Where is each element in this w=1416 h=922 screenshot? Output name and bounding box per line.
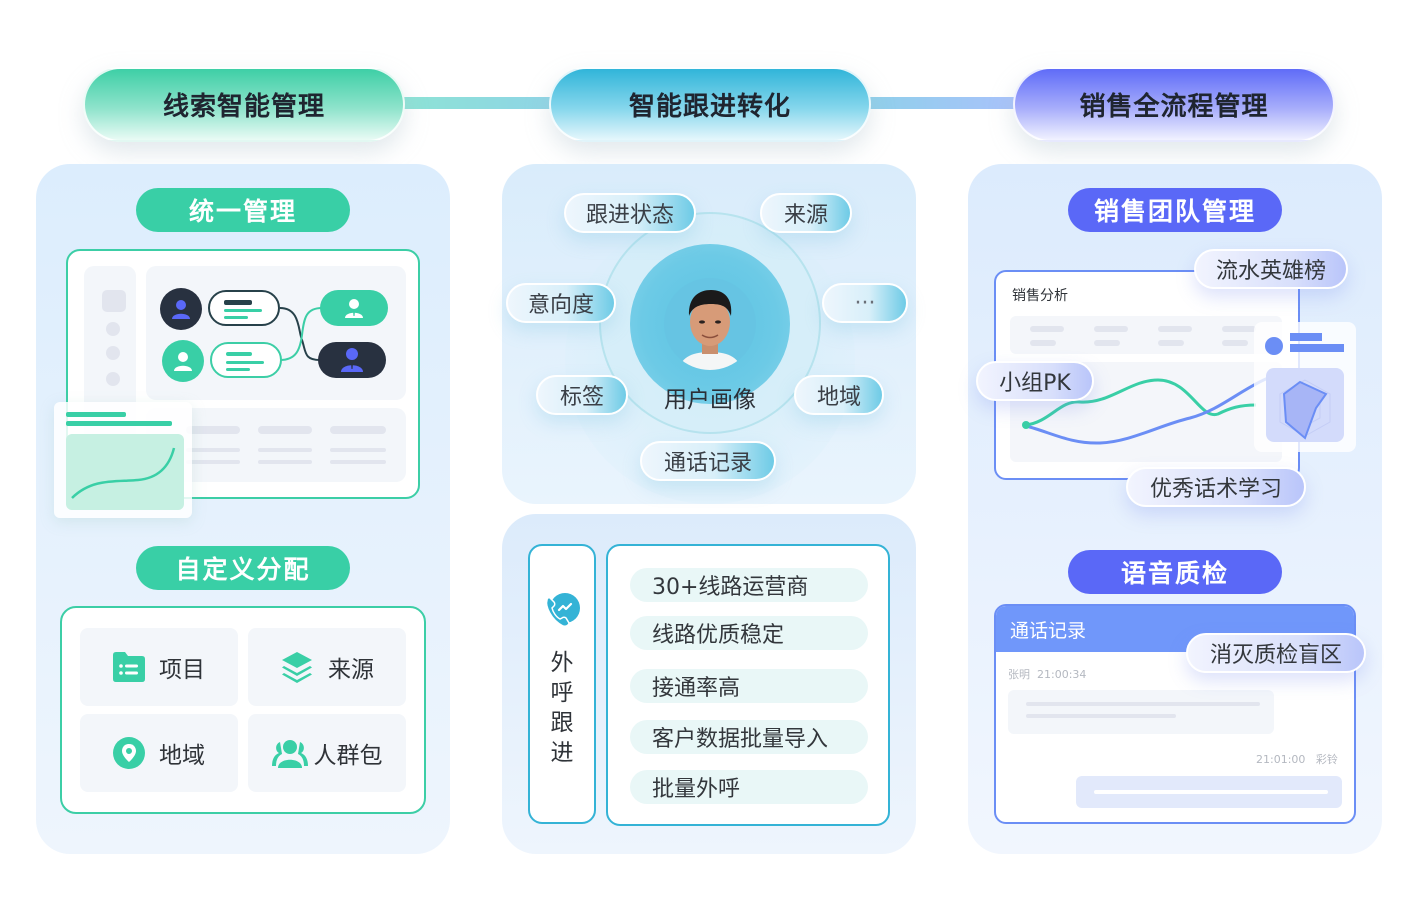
outbound-side-card xyxy=(528,544,596,824)
user-profile-label: 用户画像 xyxy=(664,387,756,413)
pill-label: 小组PK xyxy=(999,371,1071,396)
tag-label: 地域 xyxy=(816,385,861,410)
user-tie-dark-icon xyxy=(318,342,386,378)
stage-follow-up-conversion: 智能跟进转化 xyxy=(549,67,871,142)
table-mock xyxy=(1010,316,1282,354)
voice-qa-title: 语音质检 xyxy=(1068,550,1282,594)
label-char: 呼 xyxy=(550,680,574,706)
radar-card xyxy=(1254,322,1356,452)
message-time: 21:00:34 xyxy=(1037,668,1087,681)
allocation-label: 地域 xyxy=(159,743,205,769)
pill-label: 流水英雄榜 xyxy=(1215,259,1326,284)
user-tie-green-icon xyxy=(320,290,388,326)
stage-label: 销售全流程管理 xyxy=(1079,92,1269,122)
feature-item: 客户数据批量导入 xyxy=(630,720,868,754)
eliminate-qa-blind-spots-pill[interactable]: 消灭质检盲区 xyxy=(1186,633,1366,673)
message-bubble xyxy=(208,290,280,326)
location-pin-icon xyxy=(113,737,145,769)
custom-allocation-title: 自定义分配 xyxy=(136,546,350,590)
user-dark-icon xyxy=(160,288,202,330)
feature-item: 30+线路运营商 xyxy=(630,568,868,602)
message-meta-left: 张明 21:00:34 xyxy=(1008,666,1086,682)
section-title: 销售团队管理 xyxy=(1093,197,1256,226)
section-title: 语音质检 xyxy=(1120,559,1229,588)
phone-chat-icon xyxy=(545,593,580,627)
revenue-leaderboard-pill[interactable]: 流水英雄榜 xyxy=(1194,249,1348,289)
message-time: 21:01:00 xyxy=(1256,753,1306,766)
section-title: 自定义分配 xyxy=(175,555,311,584)
tag-label: 通话记录 xyxy=(663,451,752,476)
message-bubble-right xyxy=(1076,776,1342,808)
tag-label: 跟进状态 xyxy=(585,203,674,228)
trend-line-icon xyxy=(71,447,176,499)
feature-label: 客户数据批量导入 xyxy=(652,727,829,752)
message-meta-right: 21:01:00 彩铃 xyxy=(1256,751,1338,767)
more-icon: ··· xyxy=(854,290,876,316)
feature-item: 批量外呼 xyxy=(630,770,868,804)
stage-sales-process: 销售全流程管理 xyxy=(1013,67,1335,142)
folder-list-icon xyxy=(113,652,145,682)
allocation-audience[interactable]: 人群包 xyxy=(248,714,406,792)
stage-connector xyxy=(866,97,1018,109)
pill-label: 消灭质检盲区 xyxy=(1209,643,1342,668)
team-pk-pill[interactable]: 小组PK xyxy=(976,361,1094,401)
tag-labels[interactable]: 标签 xyxy=(536,375,628,415)
stage-lead-management: 线索智能管理 xyxy=(83,67,405,142)
label-char: 进 xyxy=(550,740,574,766)
unified-management-title: 统一管理 xyxy=(136,188,350,232)
tag-label: 来源 xyxy=(783,203,828,228)
layers-icon xyxy=(282,652,312,683)
feature-label: 30+线路运营商 xyxy=(652,575,809,600)
message-bubble-left xyxy=(1008,690,1274,734)
stage-label: 智能跟进转化 xyxy=(628,92,791,122)
tag-more[interactable]: ··· xyxy=(822,283,908,323)
speaker-name: 彩铃 xyxy=(1315,753,1338,766)
tag-intent-level[interactable]: 意向度 xyxy=(506,283,616,323)
allocation-label: 人群包 xyxy=(313,743,383,769)
sales-team-title: 销售团队管理 xyxy=(1068,188,1282,232)
speaker-name: 张明 xyxy=(1008,668,1030,681)
outbound-follow-up-label: 外 呼 跟 进 xyxy=(528,648,596,768)
allocation-region[interactable]: 地域 xyxy=(80,714,238,792)
feature-label: 线路优质稳定 xyxy=(652,623,785,648)
allocation-source[interactable]: 来源 xyxy=(248,628,406,706)
tag-call-records[interactable]: 通话记录 xyxy=(640,441,776,481)
tag-follow-status[interactable]: 跟进状态 xyxy=(564,193,696,233)
allocation-label: 来源 xyxy=(328,657,374,683)
pill-label: 优秀话术学习 xyxy=(1149,477,1282,502)
tag-label: 标签 xyxy=(559,385,604,410)
feature-item: 线路优质稳定 xyxy=(630,616,868,650)
user-green-icon xyxy=(162,340,204,382)
allocation-project[interactable]: 项目 xyxy=(80,628,238,706)
tag-source[interactable]: 来源 xyxy=(760,193,852,233)
group-icon xyxy=(271,740,308,768)
tag-region[interactable]: 地域 xyxy=(794,375,884,415)
feature-label: 接通率高 xyxy=(652,676,741,701)
feature-label: 批量外呼 xyxy=(652,777,741,802)
message-bubble xyxy=(210,342,282,378)
stage-connector xyxy=(400,97,555,109)
label-char: 跟 xyxy=(550,710,574,736)
user-avatar-photo xyxy=(664,278,756,370)
feature-item: 接通率高 xyxy=(630,669,868,703)
tag-label: 意向度 xyxy=(527,293,594,318)
radar-chart-icon xyxy=(1265,333,1344,442)
allocation-label: 项目 xyxy=(159,657,205,683)
label-char: 外 xyxy=(550,650,574,676)
trend-chart-popup xyxy=(54,402,192,518)
stage-label: 线索智能管理 xyxy=(162,92,325,122)
script-learning-pill[interactable]: 优秀话术学习 xyxy=(1126,467,1306,507)
section-title: 统一管理 xyxy=(188,197,297,226)
sales-analysis-title: 销售分析 xyxy=(1012,288,1068,304)
